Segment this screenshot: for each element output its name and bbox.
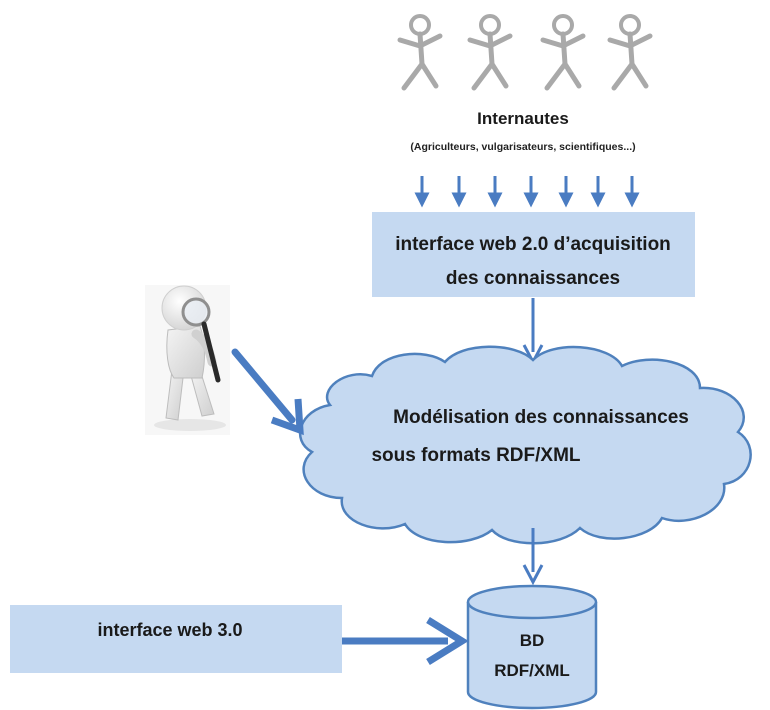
user-figure-icon	[540, 14, 586, 91]
users-subtitle: (Agriculteurs, vulgarisateurs, scientifi…	[410, 141, 635, 153]
acquisition-to-model-arrow	[522, 298, 544, 366]
database-cylinder: BD RDF/XML	[466, 584, 598, 710]
acquisition-line-1: interface web 2.0 d’acquisition	[395, 234, 671, 255]
analyst-to-model-arrow	[231, 348, 304, 436]
model-to-database-arrow	[522, 528, 544, 586]
web3-to-database-arrow	[342, 617, 469, 665]
magnifying-glass-person-icon	[145, 285, 230, 435]
web3-label: interface web 3.0	[97, 620, 242, 640]
acquisition-interface-box: interface web 2.0 d’acquisition des conn…	[372, 212, 695, 297]
users-group	[397, 14, 653, 91]
users-title: Internautes	[477, 109, 569, 128]
web3-interface-box: interface web 3.0	[10, 605, 342, 673]
database-line-1: BD	[520, 631, 545, 650]
user-figure-icon	[467, 14, 513, 91]
database-line-2: RDF/XML	[494, 661, 570, 680]
modeling-line-1: Modélisation des connaissances	[393, 407, 689, 428]
incoming-arrows	[414, 176, 640, 208]
user-figure-icon	[397, 14, 443, 91]
modeling-line-2: sous formats RDF/XML	[371, 445, 580, 466]
user-figure-icon	[607, 14, 653, 91]
modeling-cloud: Modélisation des connaissances sous form…	[298, 345, 752, 545]
acquisition-line-2: des connaissances	[446, 268, 620, 289]
